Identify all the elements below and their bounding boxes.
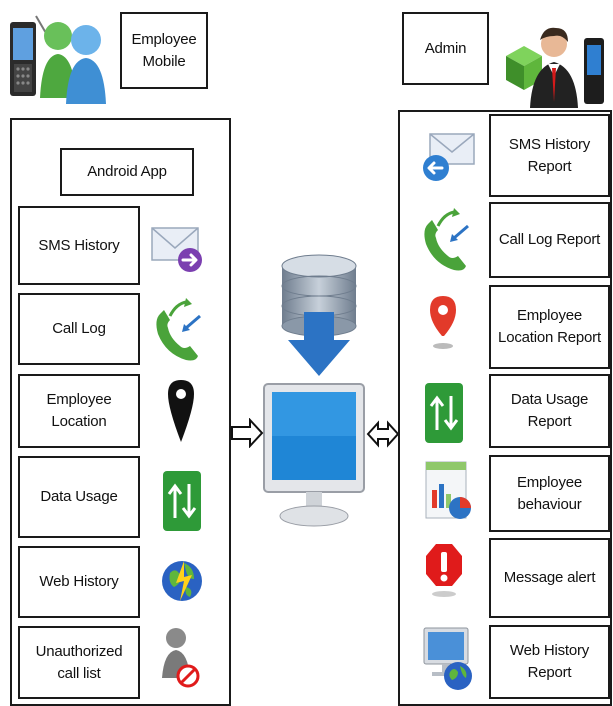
data-usage-box: Data Usage <box>18 456 140 538</box>
call-log-box: Call Log <box>18 293 140 365</box>
bidirectional-arrow-icon <box>366 420 400 448</box>
phone-call-log-icon <box>420 208 472 274</box>
globe-icon <box>160 553 204 609</box>
web-history-box: Web History <box>18 546 140 618</box>
admin-label: Admin <box>402 12 489 85</box>
message-alert-box: Message alert <box>489 538 610 618</box>
call-log-report-box: Call Log Report <box>489 202 610 278</box>
database-icon <box>276 252 362 380</box>
computer-monitor-icon <box>262 382 366 532</box>
monitor-globe-icon <box>420 624 476 694</box>
map-pin-icon <box>166 378 196 444</box>
envelope-forward-icon <box>150 222 206 274</box>
data-transfer-icon <box>424 382 464 444</box>
phone-call-log-icon <box>152 298 204 364</box>
data-transfer-icon <box>162 470 202 532</box>
right-arrow-icon <box>230 418 264 448</box>
blocked-user-icon <box>160 624 200 690</box>
chart-report-icon <box>424 460 474 524</box>
location-marker-icon <box>428 294 458 354</box>
admin-user-icon <box>500 18 610 110</box>
android-app-label: Android App <box>60 148 194 196</box>
envelope-reply-icon <box>420 128 476 186</box>
alert-icon <box>424 542 464 600</box>
employee-mobile-icon <box>6 6 116 106</box>
sms-history-box: SMS History <box>18 206 140 285</box>
